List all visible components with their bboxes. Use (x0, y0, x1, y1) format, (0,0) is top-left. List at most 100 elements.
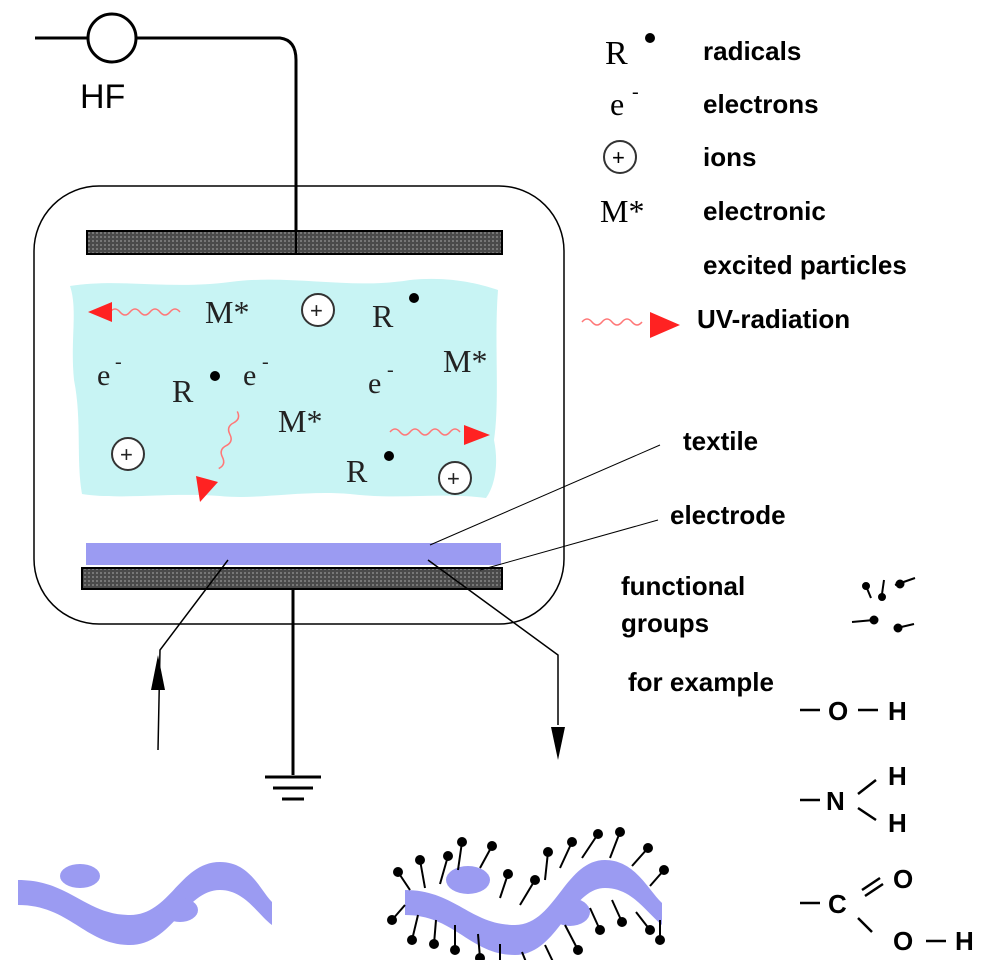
legend-electron-symbol: e (610, 86, 624, 122)
textile-in-arrow (151, 559, 229, 751)
ground-symbol (265, 589, 321, 801)
functional-group-pin-head (645, 925, 655, 935)
plasma-species: M* M* M* R R R e - e - e - + + + (97, 293, 487, 495)
functional-groups-label-1: functional (621, 571, 745, 601)
legend-excited-symbol: M* (600, 193, 644, 229)
electron: e (368, 367, 381, 400)
functional-group-pin (521, 951, 527, 960)
functional-group-pin-head (655, 935, 665, 945)
svg-text:+: + (120, 442, 133, 467)
svg-text:N: N (826, 786, 845, 816)
bottom-electrode (81, 567, 503, 590)
functional-group-pin-head (573, 945, 583, 955)
hf-generator-icon (86, 12, 138, 64)
functional-group-pin-head (415, 855, 425, 865)
functional-group-pin-head (617, 917, 627, 927)
svg-text:H: H (888, 761, 907, 791)
excited-particle: M* (278, 403, 322, 439)
textile-layer (86, 543, 501, 565)
functional-group-pins-icon (851, 577, 916, 633)
top-electrode (86, 230, 503, 255)
functional-group-pin-head (393, 867, 403, 877)
radical: R (172, 373, 194, 409)
uv-arrow-right (389, 425, 490, 445)
legend-ions-label: ions (703, 142, 756, 172)
hf-label: HF (80, 78, 125, 116)
hf-source: HF (35, 12, 298, 238)
excited-particle: M* (443, 343, 487, 379)
untreated-fiber (18, 862, 272, 945)
svg-text:O: O (893, 926, 913, 956)
functional-group-pin-head (407, 935, 417, 945)
legend-radical-dot (645, 33, 655, 43)
electron: e (243, 359, 256, 392)
hydroxyl-group: O H (800, 696, 907, 726)
functional-group-pin-head (615, 827, 625, 837)
radical: R (372, 298, 394, 334)
functional-group-pin-head (659, 865, 669, 875)
legend-excited-label-2: excited particles (703, 250, 907, 280)
svg-text:O: O (893, 864, 913, 894)
svg-text:H: H (955, 926, 974, 956)
svg-text:H: H (888, 808, 907, 838)
amine-group: N H H (800, 761, 907, 838)
electron-charge: - (387, 359, 394, 381)
legend-electron-charge: - (632, 81, 639, 103)
svg-text:+: + (612, 145, 625, 170)
functional-groups-on-fiber (387, 827, 669, 960)
ion: + (301, 293, 335, 327)
functional-group-pin-head (543, 847, 553, 857)
legend-ion-icon: + (603, 140, 637, 174)
radical-dot (384, 451, 394, 461)
functional-group-pin-head (503, 869, 513, 879)
legend-electrons-label: electrons (703, 89, 819, 119)
legend-radicals-label: radicals (703, 36, 801, 66)
functional-group-pin-head (487, 841, 497, 851)
legend: R radicals e - electrons + ions M* elect… (581, 33, 907, 338)
vacuum-chamber (33, 185, 565, 625)
textile-leader (429, 444, 661, 546)
svg-text:O: O (828, 696, 848, 726)
radical: R (346, 453, 368, 489)
uv-arrow-left (88, 302, 181, 322)
electrode-label: electrode (670, 500, 786, 530)
treated-fiber (387, 827, 669, 960)
uv-arrow-down (196, 411, 240, 502)
for-example-label: for example (628, 667, 774, 697)
svg-text:C: C (828, 889, 847, 919)
svg-text:+: + (447, 466, 460, 491)
ion: + (111, 437, 145, 471)
legend-uv-arrow (581, 312, 680, 338)
textile-out-arrow (427, 559, 565, 760)
radical-dot (409, 293, 419, 303)
functional-group-pin-head (450, 945, 460, 955)
functional-group-pin-head (595, 925, 605, 935)
legend-radical-symbol: R (605, 35, 628, 72)
electron-charge: - (262, 351, 269, 373)
functional-group-pin-head (567, 837, 577, 847)
electron: e (97, 359, 110, 392)
plasma-cloud (70, 278, 498, 498)
svg-text:+: + (310, 298, 323, 323)
radical-dot (210, 371, 220, 381)
electrode-leader (479, 519, 659, 571)
functional-group-pin-head (593, 829, 603, 839)
functional-group-pin-head (643, 843, 653, 853)
functional-group-pin-head (530, 875, 540, 885)
legend-excited-label: electronic (703, 196, 826, 226)
functional-group-pin-head (457, 837, 467, 847)
functional-group-pin-head (429, 939, 439, 949)
carboxyl-group: C O O H (800, 864, 974, 956)
legend-uv-label: UV-radiation (697, 304, 850, 334)
functional-group-pin (544, 944, 554, 960)
functional-group-pin-head (475, 953, 485, 960)
svg-text:H: H (888, 696, 907, 726)
functional-groups-label-2: groups (621, 608, 709, 638)
ion: + (438, 461, 472, 495)
electron-charge: - (115, 351, 122, 373)
functional-group-pin-head (443, 851, 453, 861)
excited-particle: M* (205, 294, 249, 330)
textile-label: textile (683, 426, 758, 456)
functional-group-pin-head (387, 915, 397, 925)
